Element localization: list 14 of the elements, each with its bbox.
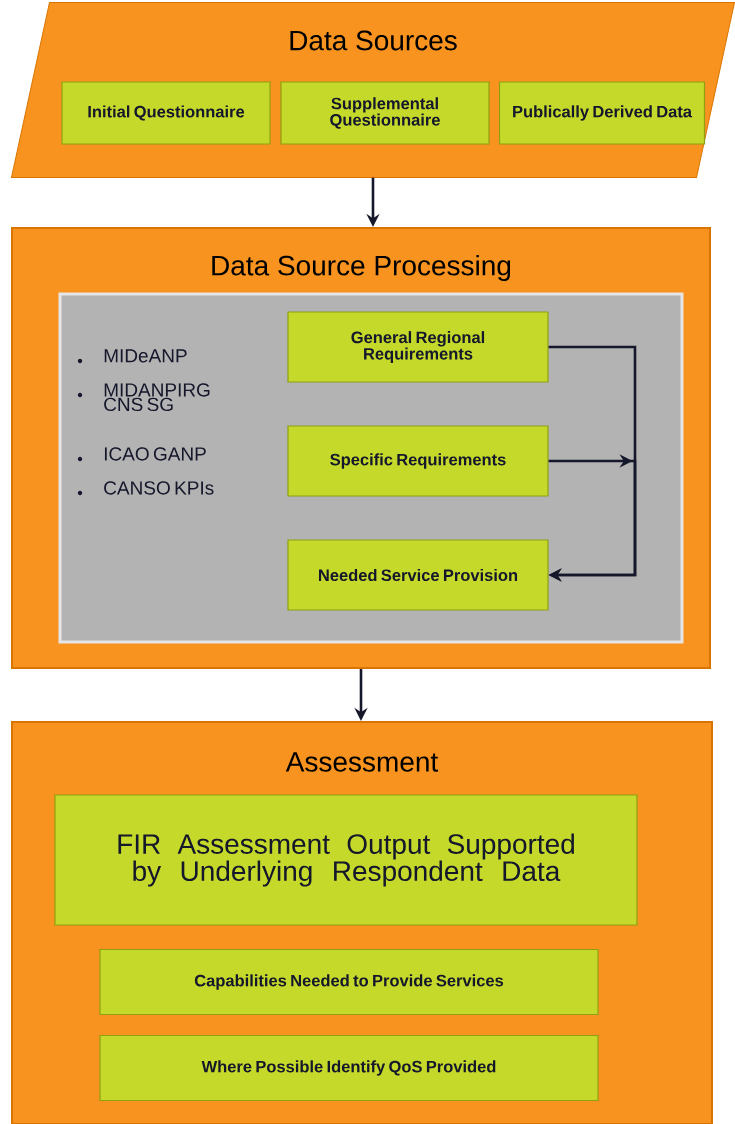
process-box: FIR Assessment Output Supported by Underlying Respondent Data [54, 794, 638, 926]
bullet-item: CANSO KPIs [77, 481, 214, 496]
process-box: Where Possible Identify QoS Provided [99, 1034, 599, 1102]
process-box: Specific Requirements [287, 425, 549, 497]
bullet-item: MIDANPIRG CNS SG [77, 383, 210, 412]
bullet-item: ICAO GANP [77, 447, 206, 462]
bullet-item: MIDeANP [77, 349, 187, 364]
process-box: Publically Derived Data [498, 81, 706, 145]
arrow [548, 454, 637, 582]
process-box: Supplemental Questionnaire [280, 81, 490, 145]
process-box: General Regional Requirements [287, 311, 549, 383]
process-box: Needed Service Provision [287, 539, 549, 611]
process-box: Capabilities Needed to Provide Services [99, 948, 599, 1016]
process-box: Initial Questionnaire [61, 81, 271, 145]
